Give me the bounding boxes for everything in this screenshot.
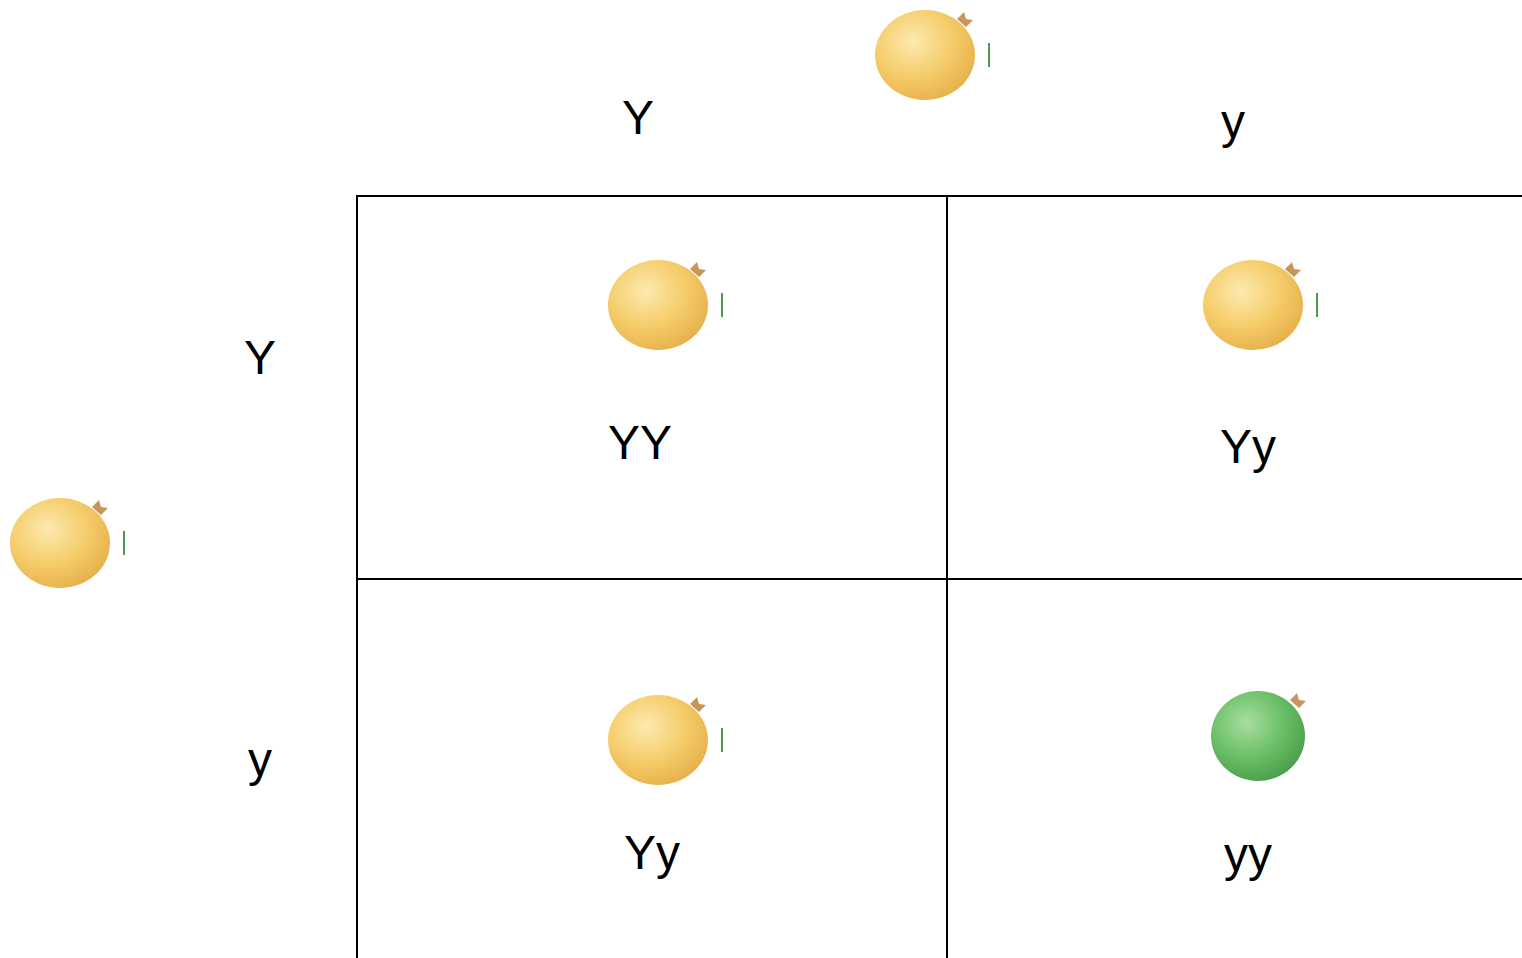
- punnett-cell: YY: [356, 195, 946, 578]
- allele-label: Y: [244, 332, 276, 385]
- genotype-text: yy: [1224, 829, 1272, 882]
- punnett-cell: Yy: [356, 578, 946, 958]
- allele-label: y: [1221, 96, 1245, 149]
- yellow-pea: [875, 10, 989, 100]
- yellow-pea: [10, 498, 124, 588]
- genotype-text: YY: [608, 417, 672, 470]
- allele-label: y: [248, 734, 272, 787]
- yellow-pea: [608, 260, 722, 350]
- punnett-cell: yy: [946, 578, 1522, 958]
- allele-label: Y: [622, 92, 654, 145]
- yellow-pea: [608, 695, 722, 785]
- punnett-cell: Yy: [946, 195, 1522, 578]
- green-pea: [1211, 691, 1306, 781]
- genotype-text: Yy: [624, 827, 680, 880]
- yellow-pea: [1203, 260, 1317, 350]
- genotype-text: Yy: [1220, 421, 1276, 474]
